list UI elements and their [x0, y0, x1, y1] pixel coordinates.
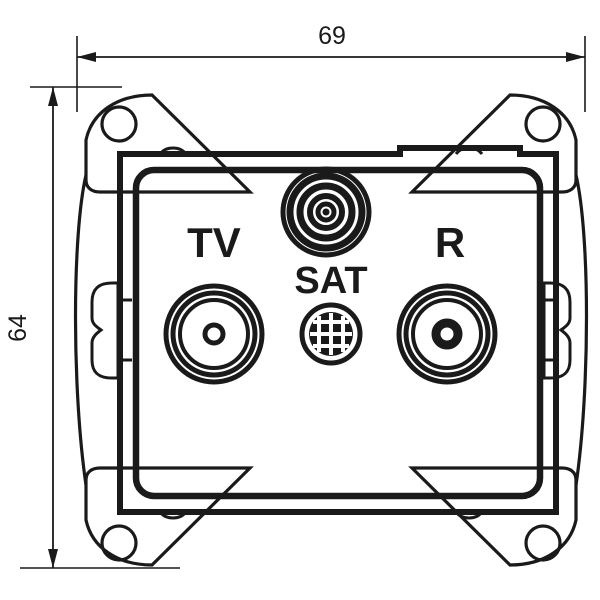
height-dimension-value: 64: [4, 314, 32, 342]
sat-ring-outer: [299, 302, 363, 366]
width-dimension-value: 69: [318, 22, 346, 50]
faceplate-outer-border: [117, 145, 559, 515]
port-sat[interactable]: [299, 302, 363, 366]
height-arrow-top: [48, 87, 58, 106]
faceplate-bump-bottom-left: [158, 510, 188, 520]
frame-claw-right: [542, 281, 572, 380]
r-ring-middle: [403, 290, 491, 378]
dimension-height: 64: [4, 86, 180, 569]
dimension-width: 69: [76, 22, 586, 112]
frame-claw-left: [90, 281, 120, 380]
tv-ring-outer: [163, 283, 265, 385]
port-label-r: R: [435, 219, 465, 266]
center-coax-ring-1: [280, 166, 372, 258]
faceplate-tab-right: [544, 298, 556, 362]
mounting-ear-top-left: [84, 93, 254, 194]
width-arrow-left: [77, 52, 96, 62]
port-r[interactable]: [396, 283, 498, 385]
center-coax-ring-2: [286, 172, 366, 252]
center-coax-pin: [322, 208, 330, 216]
center-coax-ring-3: [296, 182, 356, 242]
sat-crosshatch-grid: [310, 313, 352, 355]
screw-hole-top-left: [100, 105, 138, 143]
r-ring-outer: [396, 283, 498, 385]
screw-hole-bottom-right: [524, 524, 562, 562]
mounting-ear-bottom-right: [408, 466, 578, 567]
mounting-ear-top-right: [408, 93, 578, 194]
port-tv[interactable]: [163, 283, 265, 385]
center-coax-ring-4: [307, 193, 345, 231]
tv-ring-middle: [170, 290, 258, 378]
screw-hole-top-right: [524, 105, 562, 143]
port-label-sat: SAT: [294, 260, 367, 302]
screw-hole-bottom-left: [100, 524, 138, 562]
frame-side-left: [73, 174, 88, 486]
mounting-frame: [73, 93, 589, 567]
tv-ring-inner: [178, 298, 250, 370]
center-coax-port[interactable]: [280, 166, 372, 258]
frame-side-right: [574, 174, 589, 486]
r-center-socket: [431, 318, 463, 350]
port-label-tv: TV: [187, 219, 241, 266]
width-arrow-right: [566, 52, 585, 62]
faceplate-bump-bottom-right: [454, 510, 484, 520]
faceplate-tab-left: [120, 298, 132, 362]
center-coax-ring-5: [315, 201, 337, 223]
height-arrow-bottom: [48, 549, 58, 568]
faceplate-bump-left: [158, 146, 188, 156]
r-ring-inner: [411, 298, 483, 370]
tv-center-socket: [202, 322, 226, 346]
faceplate-bump-right: [454, 146, 484, 156]
